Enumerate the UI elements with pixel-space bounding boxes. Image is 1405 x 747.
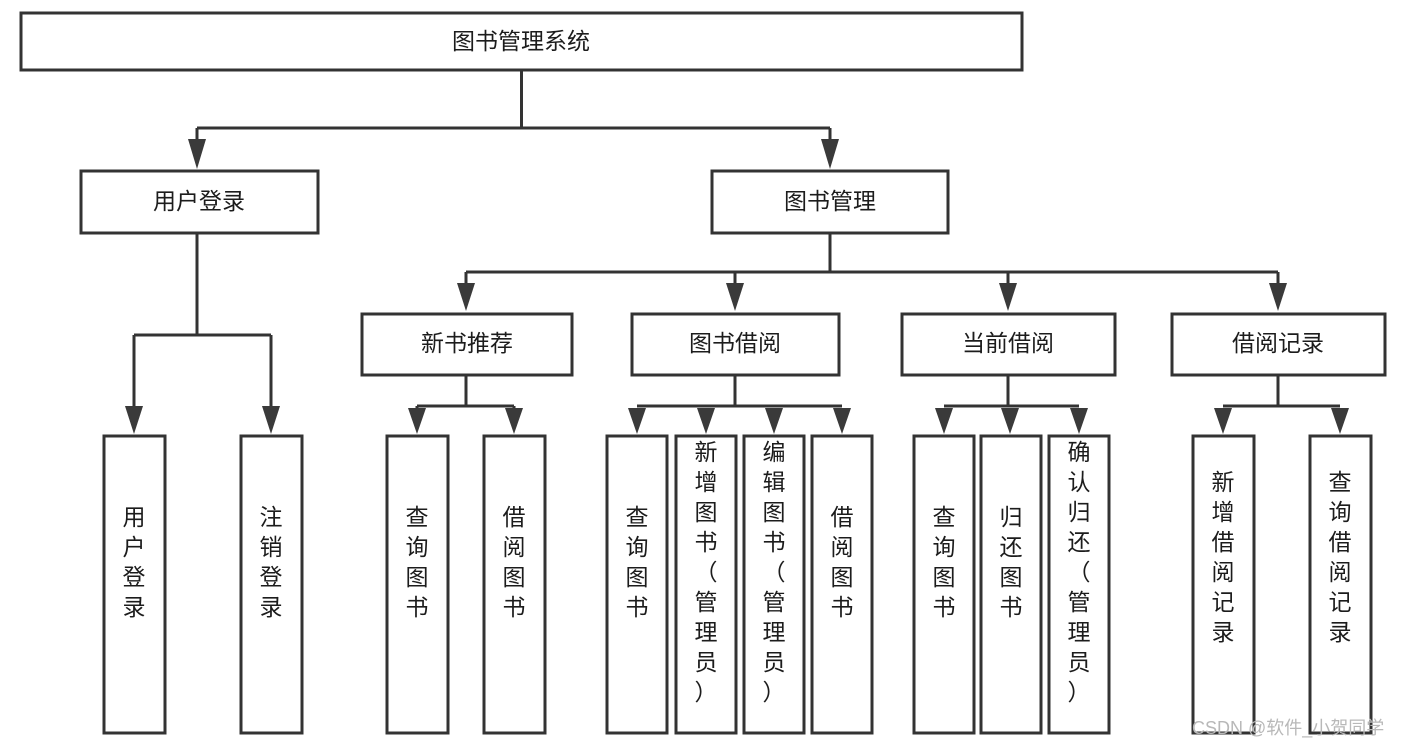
node-current-borrow-label: 当前借阅 — [962, 330, 1054, 356]
arrow-head-leaf-cur-confirm — [1070, 408, 1088, 434]
node-root-label: 图书管理系统 — [452, 28, 590, 54]
node-leaf-rec-add-label: 新增借阅记录 — [1212, 469, 1235, 645]
arrow-head-leaf-rec-add — [1214, 408, 1232, 434]
node-user-login-label: 用户登录 — [153, 188, 245, 214]
node-borrow-record[interactable]: 借阅记录 — [1170, 312, 1387, 377]
node-leaf-cur-query-label: 查询图书 — [933, 504, 956, 620]
node-leaf-rec-search[interactable]: 查询借阅记录 — [1308, 434, 1373, 735]
arrow-head-new-book-rec — [457, 283, 475, 311]
node-book-borrow-label: 图书借阅 — [689, 330, 781, 356]
arrow-head-leaf-user-login — [125, 406, 143, 434]
node-leaf-rec-borrow-box[interactable] — [482, 434, 547, 735]
arrow-head-leaf-borrow-query — [628, 408, 646, 434]
node-book-borrow[interactable]: 图书借阅 — [630, 312, 841, 377]
node-new-book-rec[interactable]: 新书推荐 — [360, 312, 574, 377]
arrow-head-leaf-rec-search — [1331, 408, 1349, 434]
node-current-borrow[interactable]: 当前借阅 — [900, 312, 1117, 377]
node-leaf-rec-query-box[interactable] — [385, 434, 450, 735]
arrow-head-leaf-rec-borrow — [505, 408, 523, 434]
node-borrow-record-label: 借阅记录 — [1232, 330, 1324, 356]
arrow-head-leaf-cur-query — [935, 408, 953, 434]
node-leaf-borrow-do[interactable]: 借阅图书 — [810, 434, 874, 735]
arrow-head-leaf-user-logout — [262, 406, 280, 434]
node-leaf-borrow-edit-box[interactable] — [742, 434, 806, 735]
node-book-borrow-box[interactable] — [630, 312, 841, 377]
node-leaf-rec-search-box[interactable] — [1308, 434, 1373, 735]
arrow-head-borrow-record — [1269, 283, 1287, 311]
arrow-head-user-login — [188, 139, 206, 169]
node-leaf-user-logout-label: 注销登录 — [260, 504, 283, 620]
arrow-head-book-manage — [821, 139, 839, 169]
node-new-book-rec-label: 新书推荐 — [421, 330, 513, 356]
node-leaf-rec-borrow-label: 借阅图书 — [503, 504, 526, 620]
arrow-head-leaf-borrow-add — [697, 408, 715, 434]
arrow-head-leaf-cur-return — [1001, 408, 1019, 434]
arrow-head-current-borrow — [999, 283, 1017, 311]
node-leaf-rec-query-label: 查询图书 — [406, 504, 429, 620]
node-current-borrow-box[interactable] — [900, 312, 1117, 377]
node-leaf-cur-confirm-box[interactable] — [1047, 434, 1111, 735]
node-user-login[interactable]: 用户登录 — [79, 169, 320, 235]
csdn-watermark: CSDN @软件_小贺同学 — [1192, 718, 1384, 739]
node-leaf-cur-return[interactable]: 归还图书 — [979, 434, 1043, 735]
arrow-head-book-borrow — [726, 283, 744, 311]
node-leaf-rec-add[interactable]: 新增借阅记录 — [1191, 434, 1256, 735]
node-leaf-borrow-query-label: 查询图书 — [626, 504, 649, 620]
node-root[interactable]: 图书管理系统 — [19, 11, 1024, 72]
node-leaf-borrow-query-box[interactable] — [605, 434, 669, 735]
node-leaf-cur-return-label: 归还图书 — [1000, 504, 1023, 620]
connector-layer — [125, 70, 1349, 434]
node-leaf-user-login-box[interactable] — [102, 434, 167, 735]
arrow-head-leaf-borrow-do — [833, 408, 851, 434]
node-leaf-borrow-add-box[interactable] — [674, 434, 738, 735]
node-leaf-rec-search-label: 查询借阅记录 — [1329, 469, 1352, 645]
node-leaf-rec-query[interactable]: 查询图书 — [385, 434, 450, 735]
node-new-book-rec-box[interactable] — [360, 312, 574, 377]
node-leaf-borrow-do-box[interactable] — [810, 434, 874, 735]
node-leaf-borrow-add-label: 新增图书（管理员） — [695, 439, 718, 705]
node-leaf-borrow-edit-label: 编辑图书（管理员） — [763, 439, 786, 705]
node-leaf-borrow-do-label: 借阅图书 — [831, 504, 854, 620]
node-leaf-cur-confirm[interactable]: 确认归还（管理员） — [1047, 434, 1111, 735]
node-leaf-borrow-query[interactable]: 查询图书 — [605, 434, 669, 735]
node-leaf-user-login-label: 用户登录 — [123, 504, 146, 620]
node-book-manage-label: 图书管理 — [784, 188, 876, 214]
node-book-manage-box[interactable] — [710, 169, 950, 235]
node-leaf-user-logout-box[interactable] — [239, 434, 304, 735]
arrow-head-leaf-borrow-edit — [765, 408, 783, 434]
node-leaf-rec-borrow[interactable]: 借阅图书 — [482, 434, 547, 735]
node-root-box[interactable] — [19, 11, 1024, 72]
node-leaf-user-logout[interactable]: 注销登录 — [239, 434, 304, 735]
node-leaf-rec-add-box[interactable] — [1191, 434, 1256, 735]
node-leaf-cur-return-box[interactable] — [979, 434, 1043, 735]
node-leaf-borrow-edit[interactable]: 编辑图书（管理员） — [742, 434, 806, 735]
node-leaf-cur-confirm-label: 确认归还（管理员） — [1068, 439, 1091, 705]
node-leaf-borrow-add[interactable]: 新增图书（管理员） — [674, 434, 738, 735]
node-leaf-cur-query-box[interactable] — [912, 434, 976, 735]
node-leaf-cur-query[interactable]: 查询图书 — [912, 434, 976, 735]
node-borrow-record-box[interactable] — [1170, 312, 1387, 377]
arrow-head-leaf-rec-query — [408, 408, 426, 434]
node-user-login-box[interactable] — [79, 169, 320, 235]
node-book-manage[interactable]: 图书管理 — [710, 169, 950, 235]
node-leaf-user-login[interactable]: 用户登录 — [102, 434, 167, 735]
